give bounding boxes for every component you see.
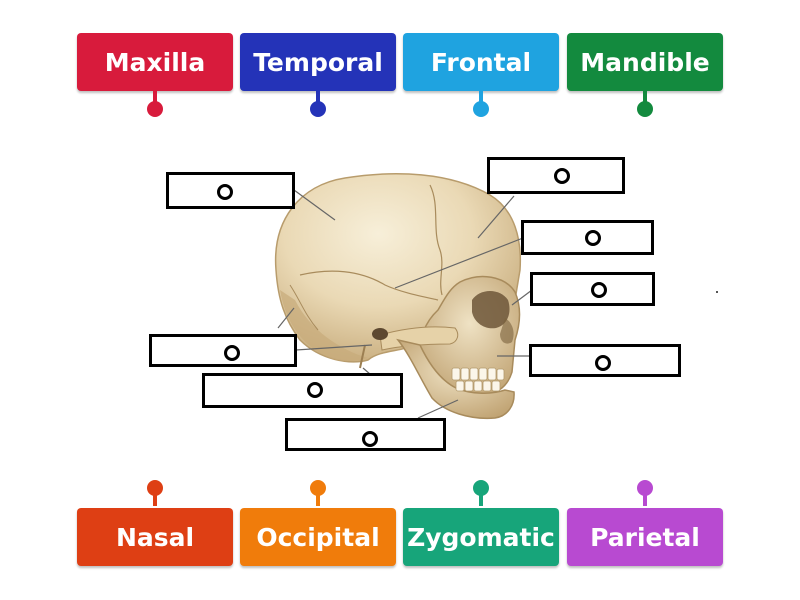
drop-zone-8[interactable] [285,418,446,451]
pin-dot-temporal [310,101,326,117]
pin-dot-parietal [637,480,653,496]
label-tile-frontal[interactable]: Frontal [403,33,559,91]
pin-dot-maxilla [147,101,163,117]
drop-zone-marker [224,345,240,361]
pin-stem-mandible [643,91,647,103]
pin-dot-mandible [637,101,653,117]
drop-zone-6[interactable] [529,344,681,377]
drop-zone-marker [307,382,323,398]
label-tile-zygomatic[interactable]: Zygomatic [403,508,559,566]
pin-stem-zygomatic [479,494,483,506]
drop-zone-marker [595,355,611,371]
pin-stem-frontal [479,91,483,103]
drop-zone-1[interactable] [166,172,295,209]
drop-zone-marker [585,230,601,246]
drop-zone-4[interactable] [530,272,655,306]
drop-zone-marker [591,282,607,298]
pin-stem-parietal [643,494,647,506]
pin-stem-occipital [316,494,320,506]
drop-zone-3[interactable] [521,220,654,255]
drop-zone-marker [554,168,570,184]
pin-dot-frontal [473,101,489,117]
pin-stem-temporal [316,91,320,103]
label-tile-occipital[interactable]: Occipital [240,508,396,566]
stray-mark [716,291,718,293]
drop-zone-5[interactable] [149,334,297,367]
drop-zone-marker [362,431,378,447]
drop-zone-marker [217,184,233,200]
drop-zone-7[interactable] [202,373,403,408]
label-tile-maxilla[interactable]: Maxilla [77,33,233,91]
pin-dot-nasal [147,480,163,496]
label-tile-mandible[interactable]: Mandible [567,33,723,91]
label-tile-nasal[interactable]: Nasal [77,508,233,566]
pin-stem-nasal [153,494,157,506]
pin-stem-maxilla [153,91,157,103]
pin-dot-zygomatic [473,480,489,496]
label-tile-temporal[interactable]: Temporal [240,33,396,91]
pin-dot-occipital [310,480,326,496]
drop-zone-2[interactable] [487,157,625,194]
label-tile-parietal[interactable]: Parietal [567,508,723,566]
